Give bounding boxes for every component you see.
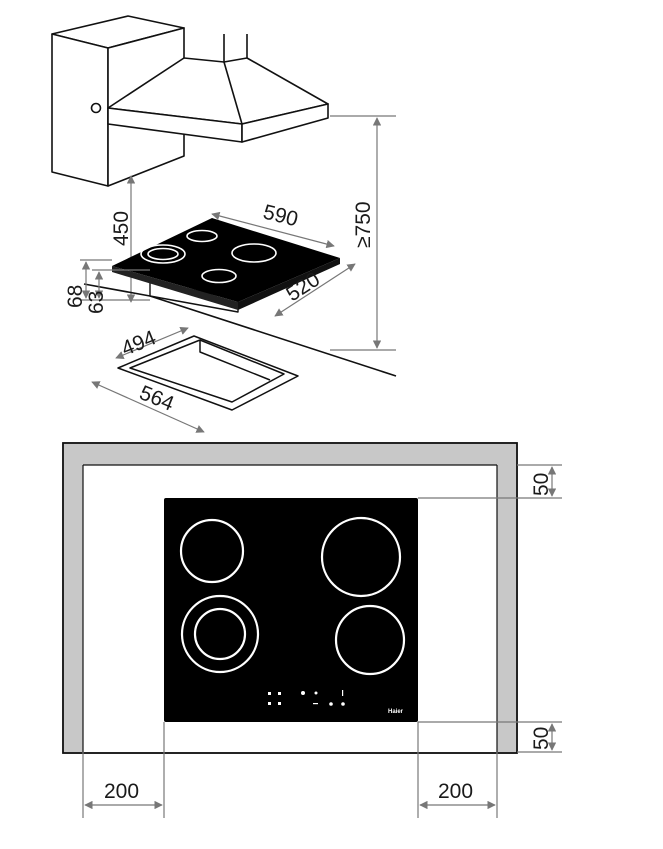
- left-clearance-dimension: [82, 722, 165, 818]
- front-clearance-label: 50: [530, 727, 553, 750]
- cutout-depth-dimension: [115, 327, 189, 359]
- thickness-total-label: 68: [64, 285, 87, 308]
- hood-height-label: ≥750: [352, 201, 375, 248]
- thickness-dimension: [80, 259, 150, 301]
- left-clearance-label: 200: [104, 780, 139, 803]
- cooking-zone-icon: [180, 594, 260, 674]
- top-view: Haier 50 50 200 200: [62, 442, 562, 818]
- rear-clearance-dimension: [418, 464, 562, 499]
- cutout-width-dimension: [91, 381, 205, 433]
- brand-label: Haier: [388, 709, 404, 715]
- hob-depth-dimension: [274, 263, 356, 317]
- thickness-body-label: 63: [85, 291, 108, 314]
- rear-clearance-label: 50: [530, 473, 553, 496]
- hood-height-dimension: [330, 115, 396, 351]
- right-clearance-dimension: [417, 722, 498, 818]
- installation-view: ≥750 450 590: [51, 15, 397, 433]
- hood-clearance-label: 450: [110, 211, 133, 246]
- hob-width-label: 590: [261, 201, 301, 232]
- cooking-zone-icon: [179, 518, 245, 584]
- front-clearance-dimension: [418, 721, 562, 753]
- hob-top-view: Haier: [164, 498, 418, 722]
- hob-width-dimension: [211, 211, 335, 249]
- iso-cooking-zones: [140, 229, 277, 284]
- right-clearance-label: 200: [438, 780, 473, 803]
- cooking-zone-icon: [334, 604, 406, 676]
- cooker-hood: [107, 34, 329, 143]
- control-panel-icon: [268, 690, 345, 706]
- cooking-zone-icon: [320, 516, 402, 598]
